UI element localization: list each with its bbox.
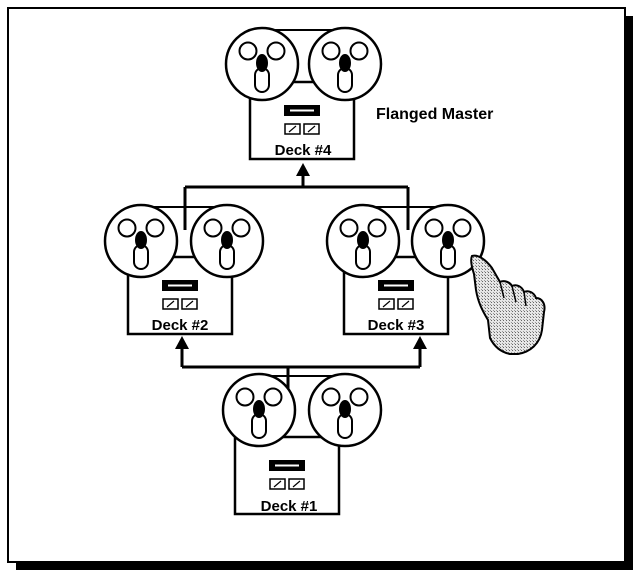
deck3-right-reel-icon <box>410 203 486 279</box>
deck1-meter-1 <box>269 478 286 490</box>
deck2-meter-2 <box>181 298 198 310</box>
deck3-meter-2 <box>397 298 414 310</box>
deck1-label: Deck #1 <box>261 498 318 515</box>
deck2-tape-deck <box>103 203 265 336</box>
deck1-tape-deck <box>221 372 383 516</box>
deck2-meter-1 <box>162 298 179 310</box>
deck2-left-reel-icon <box>103 203 179 279</box>
deck3-left-reel-icon <box>325 203 401 279</box>
arrow-to-deck2 <box>175 336 189 349</box>
deck2-label: Deck #2 <box>152 317 209 334</box>
signal-lines <box>180 173 422 398</box>
deck1-right-reel-icon <box>307 372 383 448</box>
deck4-tape-deck <box>224 26 383 161</box>
deck4-label: Deck #4 <box>275 142 332 159</box>
deck3-tape-deck <box>325 203 486 336</box>
deck4-left-reel-icon <box>224 26 300 102</box>
flanged-master-label: Flanged Master <box>376 106 493 123</box>
deck1-meter-2 <box>288 478 305 490</box>
arrow-to-deck3 <box>413 336 427 349</box>
arrow-heads <box>175 163 427 349</box>
pointing-hand-icon <box>470 254 546 355</box>
deck3-label: Deck #3 <box>368 317 425 334</box>
deck1-left-reel-icon <box>221 372 297 448</box>
deck2-right-reel-icon <box>189 203 265 279</box>
deck1-body <box>233 435 341 516</box>
deck4-meter-2 <box>303 123 320 135</box>
deck4-right-reel-icon <box>307 26 383 102</box>
deck3-meter-1 <box>378 298 395 310</box>
deck4-meter-1 <box>284 123 301 135</box>
arrow-to-deck4 <box>296 163 310 176</box>
